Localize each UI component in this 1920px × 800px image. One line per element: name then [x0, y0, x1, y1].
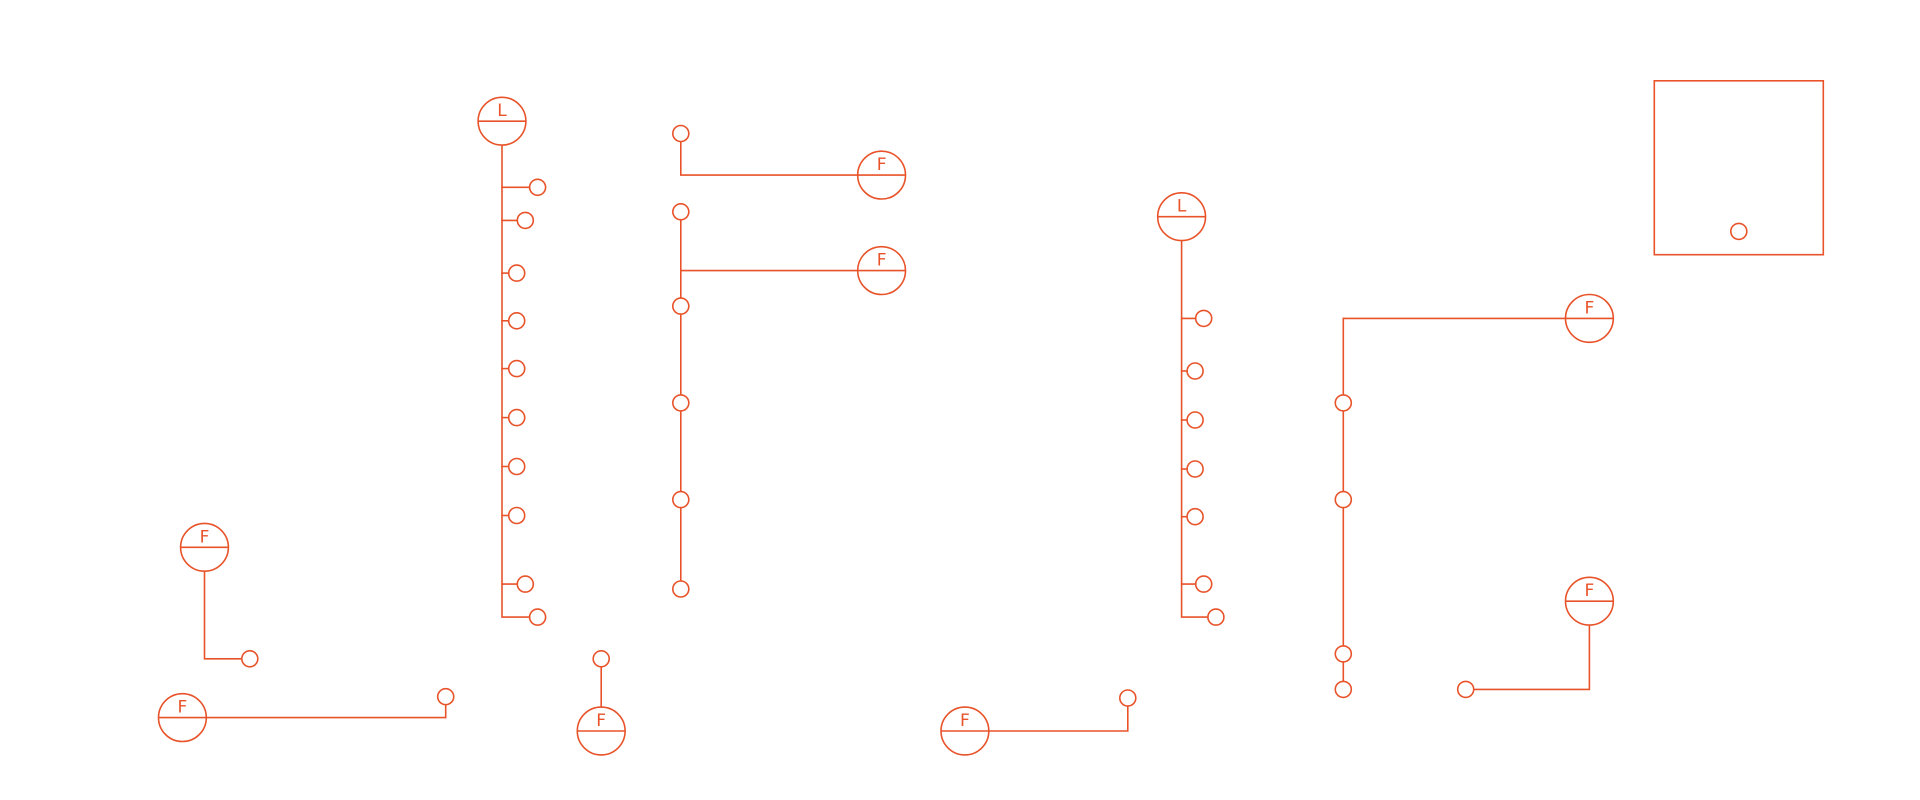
- connection-node-9: [507, 457, 526, 476]
- fx-left-lower-fixture: F: [157, 692, 208, 743]
- connection-node-8: [507, 408, 526, 427]
- fx-leader-1-fixture: L: [477, 96, 527, 146]
- connection-node-24: [1186, 460, 1204, 478]
- fx-bottom-center-fixture: F: [940, 706, 990, 756]
- connection-node-30: [1334, 645, 1353, 663]
- wire-segment-17: [988, 704, 1129, 732]
- fx-left-upper-fixture: F: [179, 522, 230, 572]
- fixture-label: F: [877, 251, 887, 271]
- connection-node-2: [436, 687, 455, 706]
- wire-layer: [203, 140, 1591, 732]
- fx-top-mid-2-fixture: F: [856, 245, 907, 296]
- connection-node-26: [1194, 575, 1213, 593]
- connection-node-3: [528, 178, 547, 197]
- fx-bottom-mid-fixture: F: [576, 706, 626, 756]
- fixture-label: F: [200, 527, 210, 547]
- fx-top-mid-1-fixture: F: [856, 150, 907, 200]
- wire-segment-1: [203, 569, 244, 660]
- connection-node-23: [1186, 411, 1204, 429]
- outline-layer: [1653, 80, 1825, 256]
- fixture-label: L: [1177, 197, 1187, 217]
- connection-node-22: [1186, 362, 1204, 380]
- room-outline: [1653, 80, 1825, 256]
- connection-node-15: [671, 203, 690, 221]
- connection-node-21: [1194, 309, 1213, 328]
- fixture-label: F: [1585, 581, 1595, 601]
- fixture-label: F: [877, 155, 887, 175]
- fixture-label: F: [1585, 298, 1595, 318]
- connection-node-32: [1456, 680, 1475, 699]
- connection-node-12: [528, 608, 547, 626]
- connection-node-1: [241, 649, 259, 668]
- fx-right-lower-fixture: F: [1564, 576, 1615, 626]
- fx-leader-2-fixture: L: [1156, 192, 1207, 242]
- fixture-label: L: [497, 101, 507, 121]
- wire-segment-2: [204, 703, 447, 719]
- wire-segment-14: [679, 140, 858, 176]
- fixture-label: F: [960, 711, 970, 731]
- connection-node-27: [1207, 608, 1225, 626]
- fixture-label: F: [178, 698, 188, 718]
- fx-right-upper-fixture: F: [1564, 293, 1615, 344]
- wire-segment-27: [1472, 624, 1591, 691]
- connection-node-7: [507, 359, 526, 378]
- fixture-layer: F F L F F F F L F F: [157, 96, 1615, 756]
- connection-node-10: [507, 506, 526, 525]
- connection-node-14: [671, 124, 690, 143]
- wire-segment-18: [1180, 239, 1210, 618]
- node-layer: [241, 124, 1748, 707]
- connection-node-5: [507, 264, 526, 282]
- connection-node-4: [516, 211, 535, 230]
- connection-node-17: [671, 394, 690, 412]
- connection-node-29: [1334, 490, 1353, 509]
- connection-node-11: [516, 575, 535, 593]
- connection-node-33: [1730, 222, 1748, 241]
- connection-node-25: [1186, 507, 1204, 526]
- connection-node-19: [671, 580, 690, 598]
- fixture-label: F: [596, 711, 606, 731]
- connection-node-6: [507, 311, 526, 330]
- connection-node-31: [1334, 680, 1353, 699]
- connection-node-28: [1334, 394, 1353, 412]
- connection-node-13: [592, 649, 611, 668]
- connection-node-18: [671, 490, 690, 509]
- connection-node-20: [1119, 689, 1137, 707]
- wire-segment-3: [501, 143, 532, 618]
- connection-node-16: [671, 297, 690, 315]
